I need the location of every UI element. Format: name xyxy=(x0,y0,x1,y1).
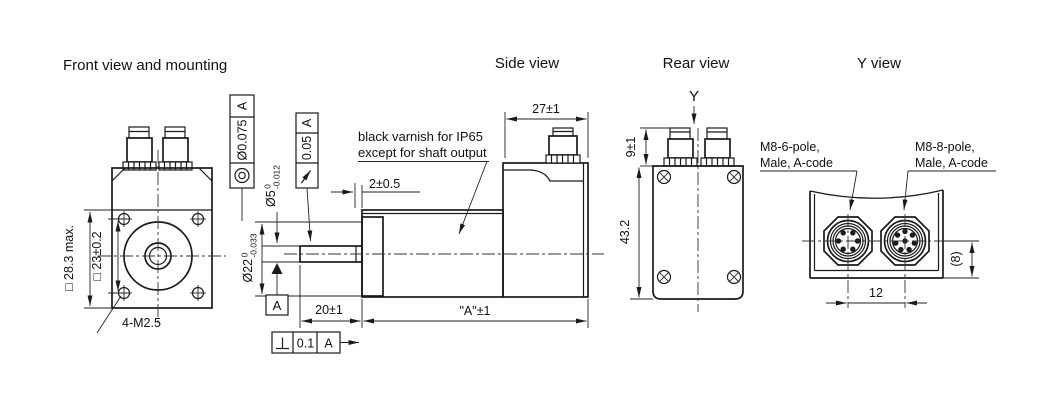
dim-connector-spacing: 12 xyxy=(826,286,927,306)
dim-body-square-label: □ 28.3 max. xyxy=(62,225,76,291)
dim-thread-callout: 4-M2.5 xyxy=(96,295,161,334)
shaft-diameter-label: Ø50-0.012 xyxy=(263,165,282,207)
perpendicularity-datum: A xyxy=(324,337,333,351)
dim-boss-protrusion: 2±0.5 xyxy=(331,177,420,208)
runout-datum: A xyxy=(300,118,314,127)
side-body xyxy=(299,162,589,298)
varnish-note-line2: except for shaft output xyxy=(358,145,487,160)
runout-value: 0.05 xyxy=(300,136,314,160)
gdt-annotations: Ø0.075 A 0.05 A Ø50-0.012 xyxy=(229,94,363,316)
varnish-note-line1: black varnish for IP65 xyxy=(358,129,483,144)
front-centerlines xyxy=(98,150,226,326)
gdt-perpendicularity-frame: 0.1 A xyxy=(271,331,359,354)
concentricity-value: Ø0.075 xyxy=(236,119,250,160)
front-connector-right xyxy=(158,126,193,171)
y-label-right-line2: Male, A-code xyxy=(915,156,988,170)
dim-shaft-section-label: 20±1 xyxy=(315,303,343,317)
rear-view: Rear view Y xyxy=(618,55,744,312)
front-connector-left xyxy=(122,126,157,171)
dim-boss-diameter: Ø220-0.033 xyxy=(240,221,363,297)
dim-body-length: "A"±1 xyxy=(361,299,589,328)
side-connector xyxy=(545,127,581,164)
y-view: Y view xyxy=(760,55,996,308)
dim-connector-spacing-label: 12 xyxy=(869,286,883,300)
rear-screws xyxy=(656,169,742,285)
dim-connector-offset: (8) xyxy=(943,240,979,279)
dim-top-width: 27±1 xyxy=(504,102,589,158)
dim-shaft-diameter: Ø50-0.012 xyxy=(262,165,300,263)
dim-hole-square: □ 23±0.2 xyxy=(90,218,126,294)
datum-a-flag: A xyxy=(265,263,289,316)
y-label-left: M8-6-pole, Male, A-code xyxy=(760,140,858,211)
y-label-right-line1: M8-8-pole, xyxy=(915,140,975,154)
rear-connector-right xyxy=(700,127,735,167)
side-view-title: Side view xyxy=(495,55,559,72)
perpendicularity-value: 0.1 xyxy=(297,337,314,351)
dim-body-length-label: "A"±1 xyxy=(459,304,490,318)
front-view-title: Front view and mounting xyxy=(63,57,227,74)
gdt-runout-frame: 0.05 A xyxy=(295,112,319,242)
concentricity-icon xyxy=(234,167,250,184)
y-direction-label: Y xyxy=(689,88,699,105)
rear-connector-left xyxy=(663,127,698,167)
y-view-title: Y view xyxy=(857,55,901,72)
y-label-right: M8-8-pole, Male, A-code xyxy=(902,140,996,211)
rear-body xyxy=(652,165,744,300)
dim-shaft-section: 20±1 xyxy=(299,265,361,328)
dim-connector-offset-label: (8) xyxy=(949,251,963,266)
dim-body-height: 43.2 xyxy=(618,167,653,300)
dim-boss-protrusion-label: 2±0.5 xyxy=(369,177,400,191)
pins-8 xyxy=(893,228,917,253)
boss-diameter-label: Ø220-0.033 xyxy=(240,233,259,282)
front-body xyxy=(111,167,213,309)
y-label-left-line2: Male, A-code xyxy=(760,156,833,170)
rear-view-title: Rear view xyxy=(663,55,730,72)
thread-callout-label: 4-M2.5 xyxy=(122,316,161,330)
y-view-body xyxy=(809,189,944,279)
circular-runout-icon xyxy=(301,170,311,184)
side-view: Side view black varnish for IP xyxy=(271,55,604,354)
perpendicularity-icon xyxy=(276,337,289,350)
dim-hole-square-label: □ 23±0.2 xyxy=(90,231,104,280)
gdt-concentricity-frame: Ø0.075 A xyxy=(229,94,255,221)
y-view-centerlines xyxy=(802,214,950,308)
concentricity-datum: A xyxy=(236,101,250,110)
datum-a-label: A xyxy=(273,298,282,313)
dim-body-square: □ 28.3 max. xyxy=(62,209,112,309)
y-direction-marker: Y xyxy=(689,88,699,124)
y-label-left-line1: M8-6-pole, xyxy=(760,140,820,154)
front-view: Front view and mounting xyxy=(62,57,227,334)
dim-top-width-label: 27±1 xyxy=(532,102,560,116)
dim-connector-height-label: 9±1 xyxy=(624,137,638,158)
varnish-note: black varnish for IP65 except for shaft … xyxy=(358,129,489,235)
dim-connector-height: 9±1 xyxy=(624,127,670,167)
dim-body-height-label: 43.2 xyxy=(618,220,632,244)
